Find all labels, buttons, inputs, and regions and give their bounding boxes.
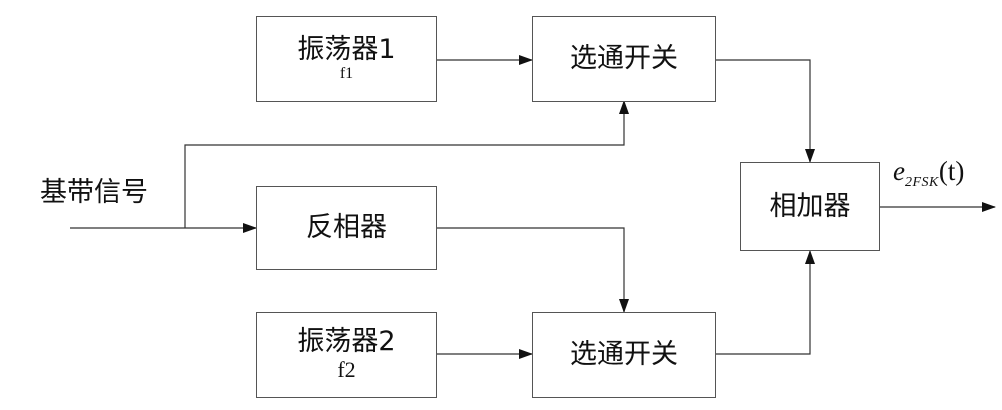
oscillator-1-block: 振荡器1 f1 bbox=[256, 16, 437, 102]
inverter-label: 反相器 bbox=[306, 212, 387, 244]
inverter-block: 反相器 bbox=[256, 186, 437, 270]
switch2-to-adder-arrow bbox=[716, 250, 815, 355]
gate-switch-2-block: 选通开关 bbox=[532, 312, 716, 398]
adder-block: 相加器 bbox=[740, 162, 880, 251]
gate-switch-2-label: 选通开关 bbox=[570, 339, 678, 371]
output-subscript: 2FSK bbox=[904, 175, 939, 190]
output-signal-label: e2FSK(t) bbox=[893, 156, 964, 191]
inverter-to-switch2-control-arrow bbox=[437, 227, 629, 313]
gate-switch-1-label: 选通开关 bbox=[570, 43, 678, 75]
input-signal-label: 基带信号 bbox=[40, 177, 148, 208]
oscillator-2-freq: f2 bbox=[337, 356, 356, 382]
oscillator-2-block: 振荡器2 f2 bbox=[256, 312, 437, 398]
switch1-to-adder-arrow bbox=[716, 59, 815, 163]
output-argument: (t) bbox=[938, 156, 965, 186]
gate-switch-1-block: 选通开关 bbox=[532, 16, 716, 102]
oscillator-1-freq: f1 bbox=[339, 65, 354, 83]
oscillator-1-label: 振荡器1 bbox=[297, 33, 396, 65]
output-symbol: e bbox=[893, 156, 905, 186]
adder-label: 相加器 bbox=[769, 190, 851, 222]
oscillator-2-label: 振荡器2 bbox=[297, 325, 396, 357]
input-to-switch1-control-arrow bbox=[184, 100, 629, 228]
